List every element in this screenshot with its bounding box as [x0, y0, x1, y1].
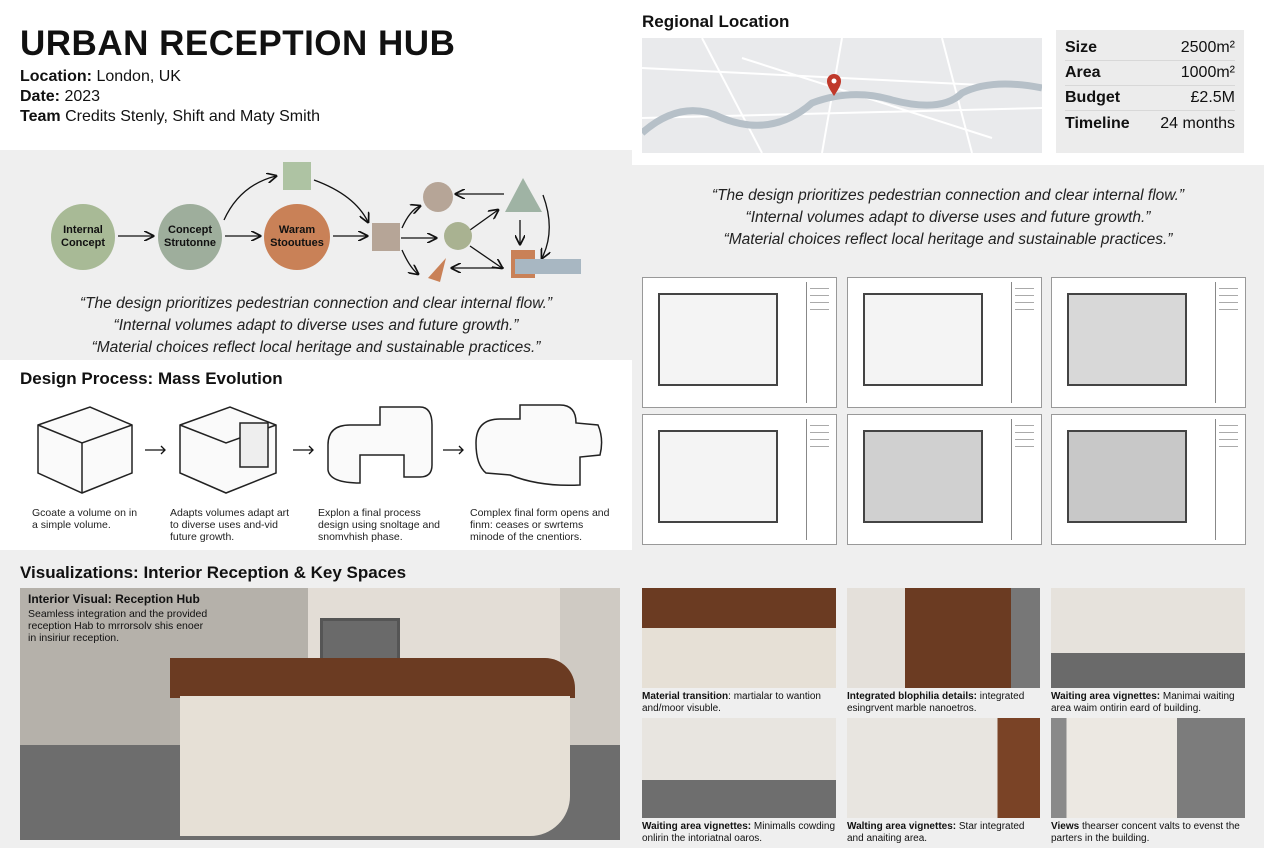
design-quotes: “The design prioritizes pedestrian conne… [632, 165, 1264, 265]
floor-plan-2[interactable] [847, 277, 1042, 408]
thumb-views[interactable] [1051, 718, 1245, 818]
thumb-caption-3: Waiting area vignettes: Manimai waiting … [1051, 691, 1235, 714]
node-concept-structure: Concept Strutonne [158, 204, 222, 270]
visualizations-heading: Visualizations: Interior Reception & Key… [20, 563, 407, 582]
floor-plan-5[interactable] [847, 414, 1042, 545]
floor-plan-4[interactable] [642, 414, 837, 545]
process-heading: Design Process: Mass Evolution [20, 369, 283, 388]
floor-plan-3[interactable] [1051, 277, 1246, 408]
map-graphic [639, 37, 1043, 154]
floor-plan-1[interactable] [642, 277, 837, 408]
stat-budget: Budget£2.5M [1065, 86, 1235, 111]
location-heading: Regional Location [642, 12, 790, 31]
regional-map[interactable] [639, 37, 1043, 154]
thumb-caption-1: Material transition: martialar to wantio… [642, 691, 821, 714]
thumb-material-transition[interactable] [642, 588, 836, 688]
thumb-waiting-area-3[interactable] [847, 718, 1040, 818]
thumb-caption-4: Waiting area vignettes: Minimalls cowdin… [642, 821, 836, 844]
concept-diagram-panel: Internal Concept Concept Strutonne Waram… [0, 150, 632, 360]
main-render-title: Interior Visual: Reception Hub [28, 592, 200, 606]
concept-quotes: “The design prioritizes pedestrian conne… [79, 295, 553, 356]
thumb-caption-5: Walting area vignettes: Star integrated … [847, 821, 1025, 844]
floor-plan-6[interactable] [1051, 414, 1246, 545]
node-warm-structures: Waram Stooutues [264, 204, 330, 270]
flow-arrows [118, 162, 581, 282]
thumb-caption-6: Views thearser concent valts to evenst t… [1051, 821, 1240, 844]
mass-evolution-drawings [37, 404, 603, 494]
main-render-desc: Seamless integration and the provided re… [28, 608, 208, 644]
main-reception-render[interactable]: Interior Visual: Reception Hub Seamless … [20, 588, 620, 840]
location-line: Location: London, UK [20, 68, 181, 85]
process-step-3: Explon a final process design using snol… [318, 507, 441, 543]
thumb-caption-2: Integrated blophilia details: integrated… [847, 691, 1025, 714]
thumb-waiting-area-1[interactable] [1051, 588, 1245, 688]
date-line: Date: 2023 [20, 88, 101, 105]
map-pin-icon[interactable] [826, 74, 842, 96]
node-internal-concept: Internal Concept [51, 204, 115, 270]
thumb-waiting-area-2[interactable] [642, 718, 836, 818]
process-step-4: Complex final form opens and finm: cease… [470, 507, 610, 543]
thumb-biophilia[interactable] [847, 588, 1040, 688]
team-line: Team Credits Stenly, Shift and Maty Smit… [20, 108, 320, 125]
process-step-1: Gcoate a volume on in a simple volume. [32, 507, 138, 531]
page-title: URBAN RECEPTION HUB [20, 24, 456, 63]
process-step-2: Adapts volumes adapt art to diverse uses… [170, 507, 290, 543]
